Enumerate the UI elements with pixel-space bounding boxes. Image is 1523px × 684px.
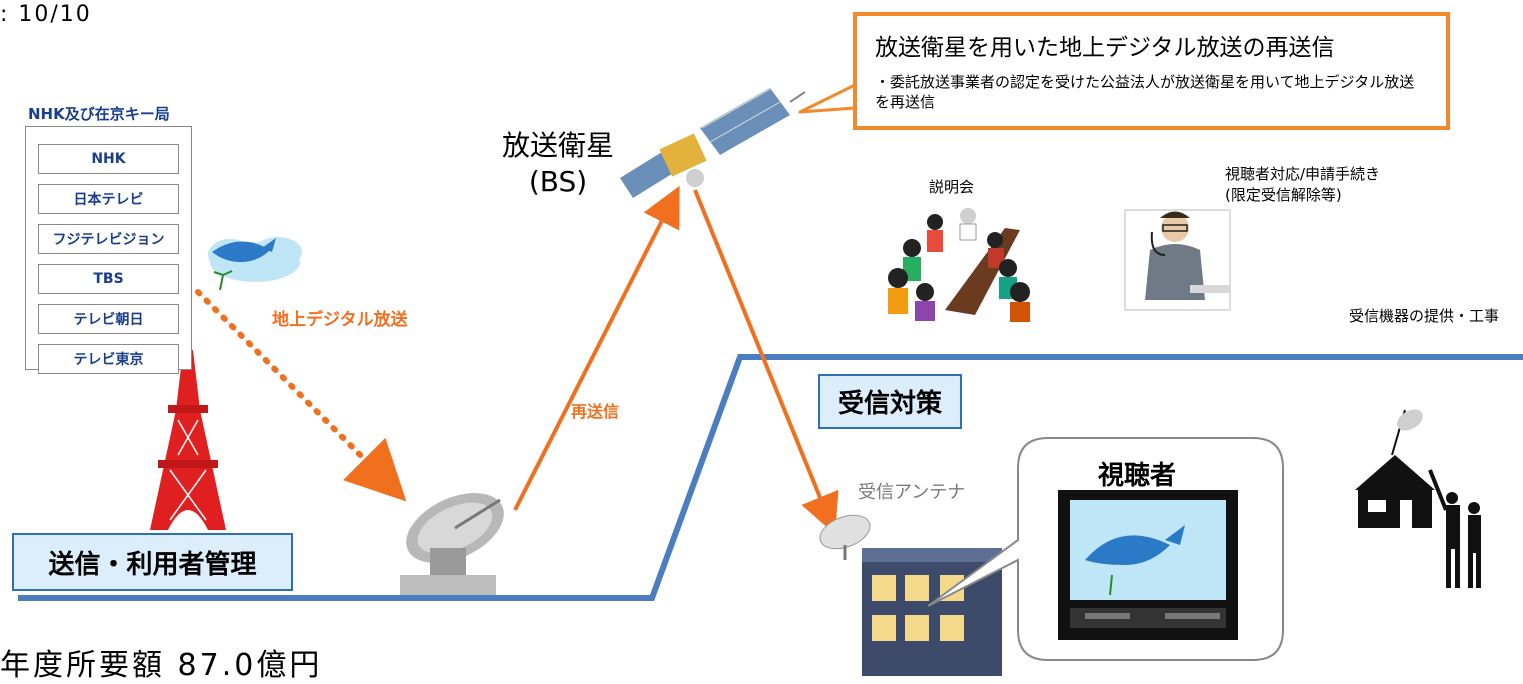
installer-illustration xyxy=(1355,409,1481,588)
equipment-caption: 受信機器の提供・工事 xyxy=(1349,307,1500,325)
support-caption: 視聴者対応/申請手続き (限定受信解除等) xyxy=(1225,164,1380,206)
station-item: TBS xyxy=(38,264,179,294)
meeting-illustration xyxy=(888,208,1030,322)
operator-illustration xyxy=(1124,209,1231,311)
rate-text: : 10/10 xyxy=(0,2,92,27)
callout-description: ・委託放送事業者の認定を受けた公益法人が放送衛星を用いて地上デジタル放送を再送信 xyxy=(875,73,1415,111)
satellite-downlink-arrow xyxy=(693,189,839,535)
support-caption-line2: (限定受信解除等) xyxy=(1225,186,1342,204)
service-boundary-line xyxy=(18,354,1523,601)
meeting-caption: 説明会 xyxy=(929,178,975,196)
satellite-name: 放送衛星 xyxy=(502,129,615,162)
television-icon xyxy=(1058,490,1238,640)
house-antenna-illustration xyxy=(819,514,1002,676)
viewer-label: 視聴者 xyxy=(1098,461,1177,491)
stations-box: NHK 日本テレビ フジテレビジョン TBS テレビ朝日 テレビ東京 xyxy=(25,126,192,374)
support-caption-line1: 視聴者対応/申請手続き xyxy=(1225,165,1381,183)
terrestrial-broadcast-label: 地上デジタル放送 xyxy=(272,310,408,330)
station-item: テレビ東京 xyxy=(38,344,179,374)
resend-label: 再送信 xyxy=(571,402,620,421)
station-item: NHK xyxy=(38,144,179,174)
antenna-caption: 受信アンテナ xyxy=(858,482,966,503)
station-item: 日本テレビ xyxy=(38,184,179,214)
callout-pointer xyxy=(798,83,857,114)
callout-title: 放送衛星を用いた地上デジタル放送の再送信 xyxy=(875,35,1335,61)
broadcast-satellite-icon xyxy=(620,87,806,198)
stations-title: NHK及び在京キー局 xyxy=(28,105,170,123)
satellite-label: 放送衛星 (BS) xyxy=(502,128,614,200)
resend-uplink-arrow xyxy=(513,185,680,511)
project-callout: 放送衛星を用いた地上デジタル放送の再送信 ・委託放送事業者の認定を受けた公益法人… xyxy=(853,12,1450,130)
station-item: フジテレビジョン xyxy=(38,224,179,254)
uplink-dish-icon xyxy=(400,493,504,595)
budget-text: 年度所要額 87.0億円 xyxy=(0,648,323,683)
satellite-abbr: (BS) xyxy=(528,165,588,198)
terrestrial-broadcast-arrow xyxy=(195,289,407,502)
send-management-tag: 送信・利用者管理 xyxy=(12,533,293,591)
dolphin-cloud-icon xyxy=(208,237,302,291)
receive-measures-tag: 受信対策 xyxy=(818,374,962,429)
station-item: テレビ朝日 xyxy=(38,304,179,334)
